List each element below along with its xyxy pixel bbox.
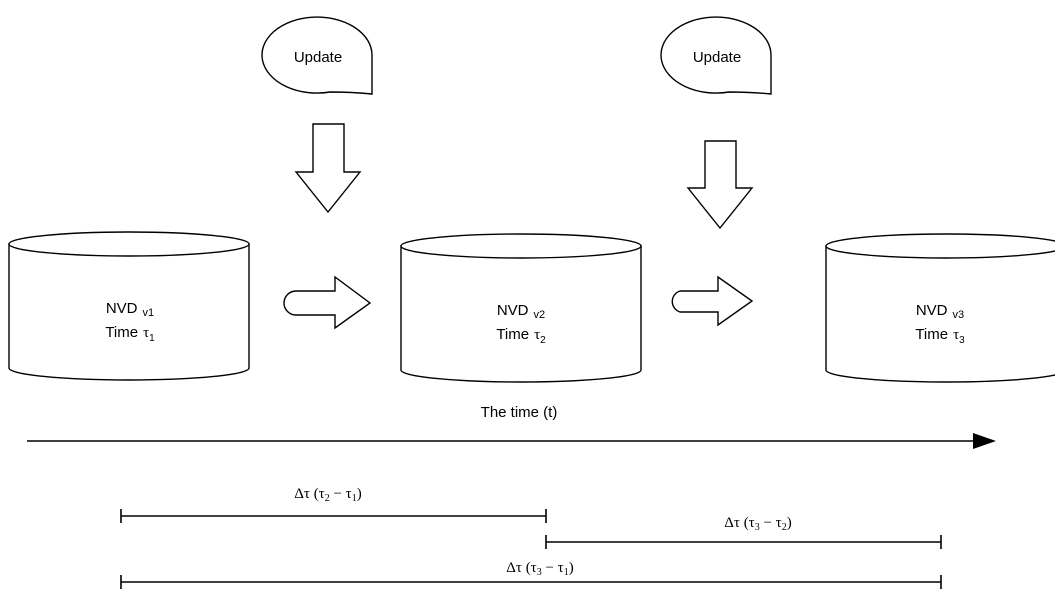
interval-label: Δτ (τ3 − τ2) <box>724 515 791 533</box>
down-arrow-icon <box>686 140 754 230</box>
timeline-arrowhead-icon <box>973 433 996 449</box>
speech-bubble-icon <box>261 16 373 95</box>
interval-tau3-tau2: Δτ (τ3 − τ2) <box>545 515 942 549</box>
database-cylinder-icon <box>8 243 250 381</box>
right-arrow-icon <box>671 275 754 327</box>
update-label: Update <box>294 49 342 66</box>
update-callout-1: Update <box>261 16 373 95</box>
update-label: Update <box>693 49 741 66</box>
interval-tau3-tau1: Δτ (τ3 − τ1) <box>120 560 942 589</box>
interval-label: Δτ (τ2 − τ1) <box>294 486 361 504</box>
database-cylinder-icon <box>825 245 1055 383</box>
interval-label: Δτ (τ3 − τ1) <box>506 560 573 578</box>
interval-tau2-tau1: Δτ (τ2 − τ1) <box>120 486 547 523</box>
right-arrow-icon <box>283 275 372 330</box>
update-callout-2: Update <box>660 16 772 95</box>
timeline-label: The time (t) <box>481 404 558 421</box>
database-cylinder-icon <box>400 245 642 383</box>
down-arrow-icon <box>294 123 362 214</box>
speech-bubble-icon <box>660 16 772 95</box>
